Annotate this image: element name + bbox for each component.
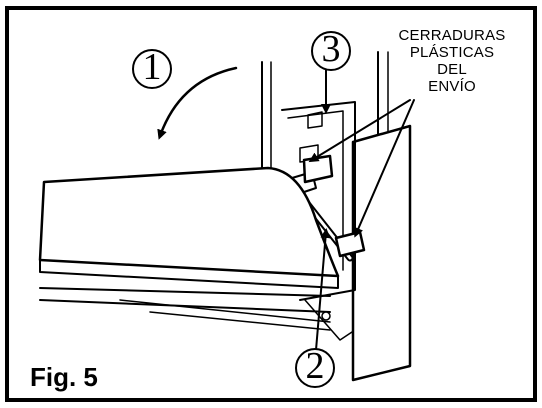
- shipping-locks-label: CERRADURAS PLÁSTICAS DEL ENVÍO: [372, 27, 532, 95]
- callout-2-leader: [315, 228, 331, 351]
- front-rail: [351, 124, 412, 382]
- lower-rail: [304, 299, 353, 341]
- shipping-lock-upper: [302, 154, 334, 184]
- tray-edge: [39, 259, 339, 289]
- frame-border: [5, 6, 537, 402]
- lock-leader: [353, 99, 415, 238]
- side-bracket: [287, 110, 344, 271]
- shipping-locks-label-line: DEL: [437, 61, 467, 78]
- lower-rail: [39, 299, 331, 313]
- callout-2: 2: [305, 345, 325, 387]
- shipping-locks-label-line: CERRADURAS: [398, 27, 506, 44]
- callout-1-circle: [132, 49, 172, 89]
- callout-1: 1: [142, 46, 162, 88]
- bracket-slot: [307, 111, 323, 129]
- lock-leader: [308, 99, 411, 163]
- shipping-locks-label-line: ENVÍO: [428, 78, 476, 95]
- figure-label: Fig. 5: [30, 362, 98, 392]
- lower-rail: [39, 287, 331, 297]
- rail-screw: [321, 311, 331, 321]
- tray-plate: [38, 166, 340, 278]
- callout-2-circle: [295, 348, 335, 388]
- callout-3-circle: [311, 31, 351, 71]
- callout-3: 3: [321, 28, 341, 70]
- shipping-locks-label-line: PLÁSTICAS: [409, 44, 495, 61]
- lower-rail: [149, 311, 331, 331]
- lower-rail: [119, 299, 331, 323]
- rotate-arrow: [157, 66, 238, 140]
- shipping-lock-lower: [334, 230, 366, 258]
